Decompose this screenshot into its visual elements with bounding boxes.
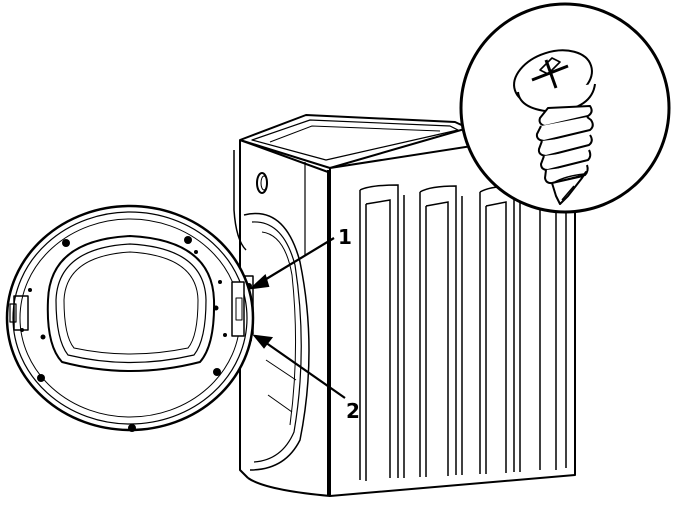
dryer-door <box>5 204 255 432</box>
callout-leaders <box>248 237 346 399</box>
screw-icon <box>513 49 596 205</box>
callout-2-label: 2 <box>346 399 360 423</box>
screw-detail-inset <box>459 2 671 214</box>
callout-1-label: 1 <box>338 225 352 249</box>
